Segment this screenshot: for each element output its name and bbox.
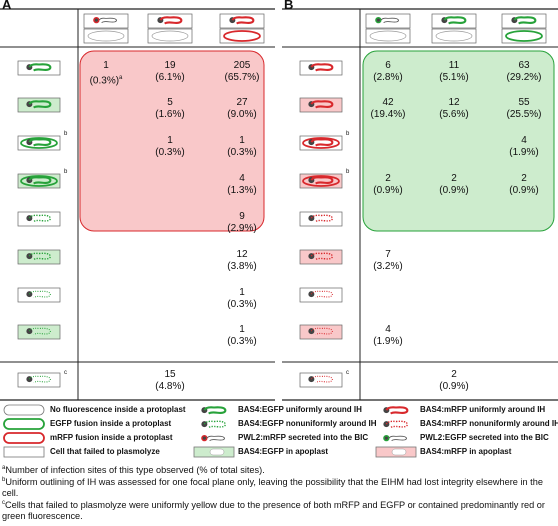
panel-a — [0, 8, 275, 401]
footnote-a: aNumber of infection sites of this type … — [2, 465, 265, 476]
footnote-c: cCells that failed to plasmolyze were un… — [2, 500, 545, 522]
col-header-a3 — [219, 13, 265, 44]
count-cell: 2(0.9%) — [373, 173, 403, 196]
count-cell: 6(2.8%) — [373, 60, 403, 83]
count-cell: 1(0.3%) — [227, 287, 257, 310]
footnote-b: bUniform outlining of IH was assessed fo… — [2, 477, 543, 499]
count-cell: 1(0.3%)a — [89, 60, 123, 87]
count-cell: 7(3.2%) — [373, 249, 403, 272]
count-cell: 63(29.2%) — [506, 60, 542, 83]
legend-pwl2-mrfp-bic: PWL2:mRFP secreted into the BIC — [238, 433, 369, 442]
legend-swatches — [3, 404, 417, 458]
figure-graphics — [0, 8, 558, 401]
row-mark-c: c — [346, 370, 349, 376]
legend-bas4-mrfp-apoplast: BAS4:mRFP in apoplast — [420, 447, 512, 456]
row-mark-b: b — [64, 131, 68, 137]
legend-bas4-egfp-uniform: BAS4:EGFP uniformly around IH — [238, 405, 362, 414]
legend-mrfp-protoplast: mRFP fusion inside a protoplast — [50, 433, 173, 442]
panel-b — [282, 8, 558, 401]
failed-count-cell: 15(4.8%) — [155, 369, 185, 392]
col-header-a2 — [147, 13, 193, 44]
legend-bas4-mrfp-uniform: BAS4:mRFP uniformly around IH — [420, 405, 546, 414]
count-cell: 2(0.9%) — [439, 173, 469, 196]
count-cell: 5(1.6%) — [155, 97, 185, 120]
col-header-a1 — [83, 13, 129, 44]
legend: No fluorescence inside a protoplast EGFP… — [0, 402, 558, 460]
table-cells: 1(0.3%)a 19(6.1%) 205(65.7%) 5(1.6%) 27(9.0%… — [89, 60, 542, 392]
panel-letter-b: B — [284, 0, 294, 12]
count-cell: 4(1.9%) — [373, 324, 403, 347]
count-cell: 1(0.3%) — [227, 135, 257, 158]
failed-count-cell: 2(0.9%) — [439, 369, 469, 392]
count-cell: 4(1.9%) — [509, 135, 539, 158]
count-cell: 9(2.9%) — [227, 211, 257, 234]
row-mark-b: b — [346, 169, 350, 175]
count-cell: 42(19.4%) — [370, 97, 406, 120]
count-cell: 19(6.1%) — [155, 60, 185, 83]
legend-failed-plasmolyze: Cell that failed to plasmolyze — [50, 447, 160, 456]
count-cell: 1(0.3%) — [155, 135, 185, 158]
row-mark-c: c — [64, 370, 67, 376]
row-headers-a — [17, 60, 61, 388]
count-cell: 205(65.7%) — [224, 60, 260, 83]
legend-bas4-mrfp-nonuniform: BAS4:mRFP nonuniformly around IH — [420, 419, 558, 428]
row-mark-b: b — [64, 169, 68, 175]
count-cell: 12(3.8%) — [227, 249, 257, 272]
count-cell: 1(0.3%) — [227, 324, 257, 347]
col-header-b1 — [365, 13, 411, 44]
row-headers-b — [299, 60, 343, 388]
count-cell: 11(5.1%) — [439, 60, 469, 83]
count-cell: 55(25.5%) — [506, 97, 542, 120]
col-header-b3 — [501, 13, 547, 44]
count-cell: 2(0.9%) — [509, 173, 539, 196]
count-cell: 4(1.3%) — [227, 173, 257, 196]
legend-no-fluorescence: No fluorescence inside a protoplast — [50, 405, 186, 414]
legend-pwl2-egfp-bic: PWL2:EGFP secreted into the BIC — [420, 433, 549, 442]
legend-bas4-egfp-nonuniform: BAS4:EGFP nonuniformly around IH — [238, 419, 377, 428]
count-cell: 27(9.0%) — [227, 97, 257, 120]
count-cell: 12(5.6%) — [439, 97, 469, 120]
legend-egfp-protoplast: EGFP fusion inside a protoplast — [50, 419, 172, 428]
row-mark-b: b — [346, 131, 350, 137]
panel-letter-a: A — [2, 0, 12, 12]
legend-bas4-egfp-apoplast: BAS4:EGFP in apoplast — [238, 447, 329, 456]
col-header-b2 — [431, 13, 477, 44]
